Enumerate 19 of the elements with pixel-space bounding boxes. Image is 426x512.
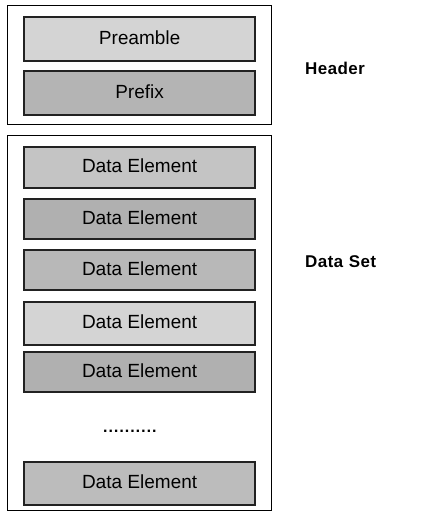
element-label: Data Element (82, 311, 198, 336)
element-label: Data Element (82, 206, 198, 231)
element-box (23, 301, 256, 346)
element-box (23, 249, 256, 291)
element-box (23, 146, 256, 189)
element-label: Data Element (82, 360, 198, 384)
group-heading: Data Set (305, 251, 376, 273)
element-label: Preamble (98, 26, 180, 51)
ellipsis-dots: .......... (103, 418, 158, 438)
element-box (23, 198, 256, 240)
group-heading: Header (305, 58, 366, 80)
element-label: Data Element (82, 155, 198, 180)
element-label: Prefix (115, 80, 164, 105)
element-box (23, 16, 256, 62)
element-label: Data Element (82, 471, 198, 496)
element-box (23, 461, 256, 506)
element-label: Data Element (82, 258, 198, 282)
element-box (23, 351, 256, 393)
element-box (23, 70, 256, 116)
